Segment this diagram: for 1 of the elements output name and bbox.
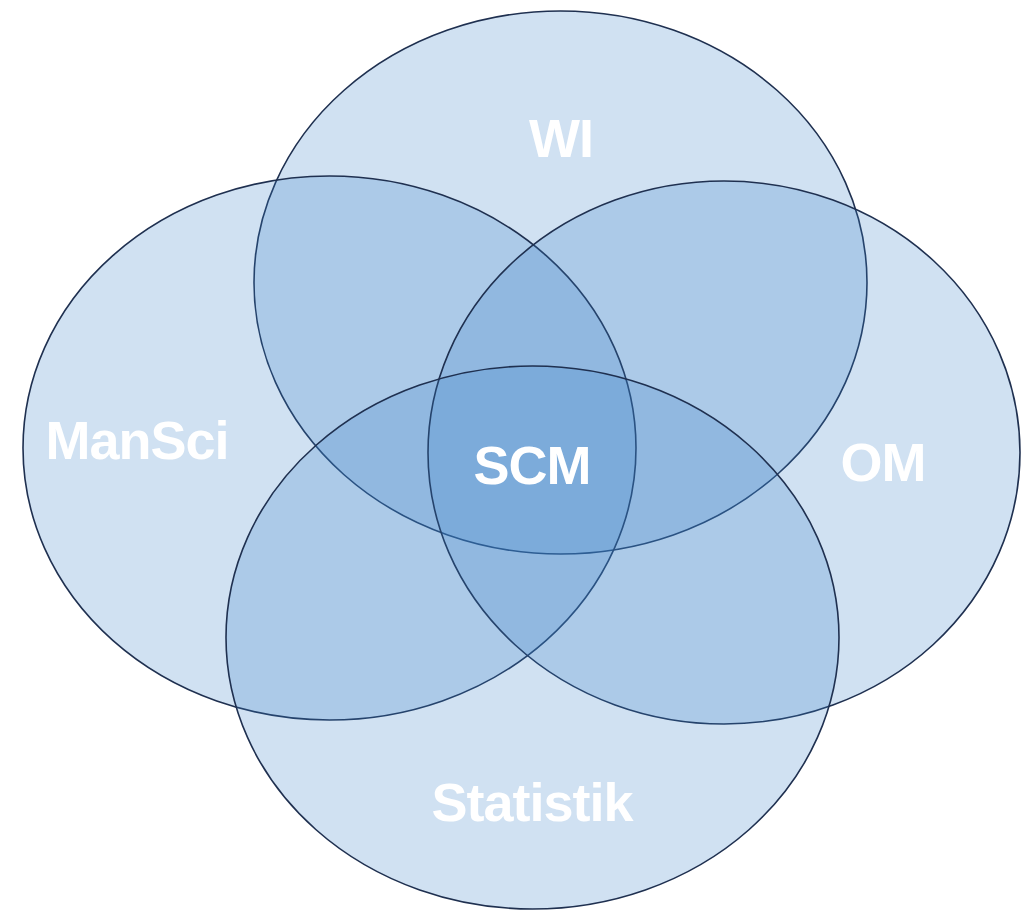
intersection-label: SCM [473,434,591,496]
